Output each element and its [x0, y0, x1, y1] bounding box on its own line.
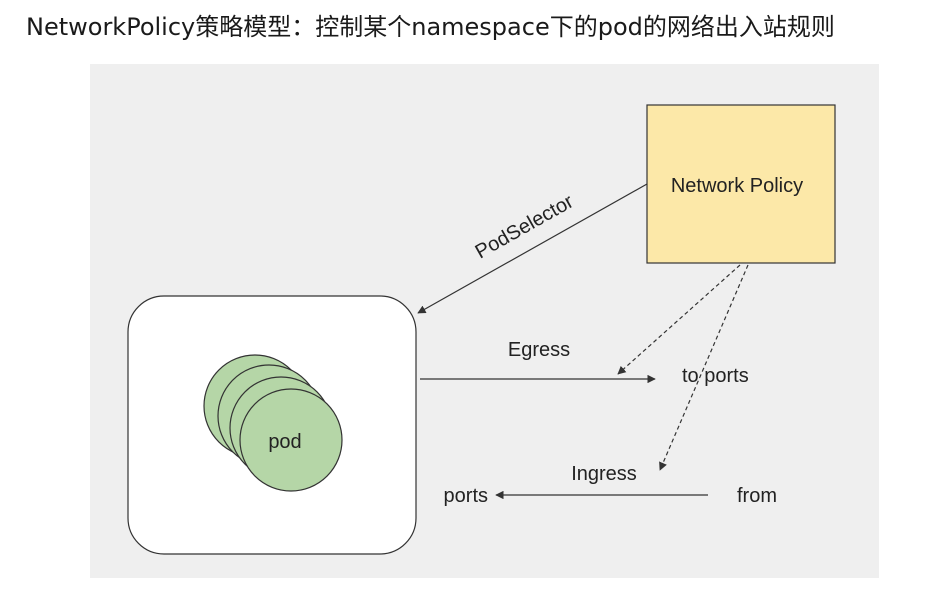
pod-label: pod [268, 431, 301, 453]
page-title: NetworkPolicy策略模型：控制某个namespace下的pod的网络出… [26, 13, 835, 41]
pod-stack: pod [203, 354, 343, 492]
network-policy-rect [646, 104, 836, 264]
to-ports-label: to ports [682, 365, 749, 387]
policy-to-ingress-dashed-arrow [659, 264, 749, 471]
policy-to-egress-dashed-arrow [617, 264, 741, 375]
pod-circle-4 [239, 388, 343, 492]
network-policy-label: Network Policy [671, 175, 803, 197]
ports-label: ports [444, 485, 488, 507]
egress-label: Egress [508, 339, 570, 361]
network-policy-box: Network Policy [646, 104, 836, 264]
pod-selector-arrow [417, 183, 648, 314]
from-label: from [737, 485, 777, 507]
ingress-label: Ingress [571, 463, 637, 485]
